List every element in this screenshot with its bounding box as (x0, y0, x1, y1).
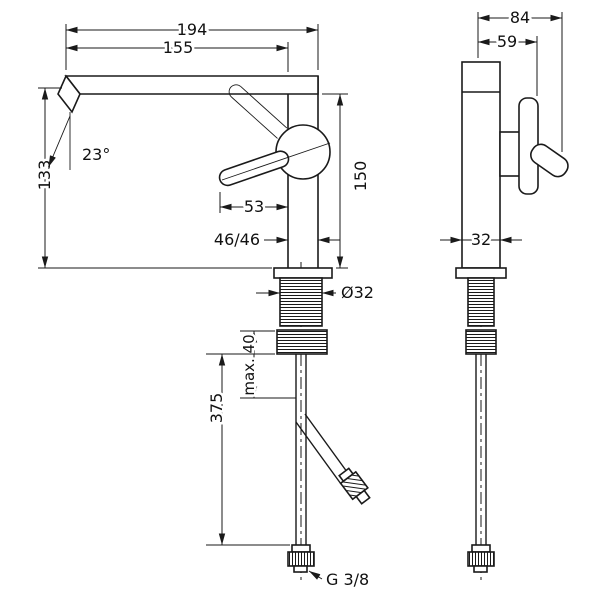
base-flange (273, 267, 333, 279)
handle-lever-raised (228, 84, 288, 139)
dim-label-150: 150 (351, 161, 370, 192)
handle-lever-side (529, 143, 569, 178)
dim-label-46-46: 46/46 (214, 230, 260, 249)
dim-max-40: max. 40 (238, 330, 296, 399)
hose-edge (295, 421, 342, 485)
dim-label-53: 53 (244, 197, 264, 216)
dim-label-59: 59 (497, 32, 517, 51)
dim-59: 59 (478, 30, 538, 96)
handle-pivot-boss (499, 131, 521, 177)
thread-label-g38: G 3/8 (326, 570, 369, 589)
dim-155: 155 (66, 36, 289, 72)
connector-tip (293, 565, 308, 573)
leader-line (308, 570, 323, 580)
angle-label-23: 23° (82, 145, 110, 164)
lever-outline (218, 150, 290, 187)
spout-arm-outline (64, 75, 319, 95)
mounting-nut-side (465, 329, 497, 355)
hose-edge (304, 413, 351, 477)
side-view: 84 59 32 (440, 6, 569, 582)
dim-label-d32: Ø32 (341, 283, 374, 302)
phantom-lever-edge (240, 86, 288, 129)
threaded-shank (279, 277, 323, 327)
dim-46-46: 46/46 (211, 228, 340, 252)
thread-callout: G 3/8 (308, 568, 372, 592)
dim-label-133: 133 (35, 160, 54, 191)
lever-axis-line (221, 142, 331, 181)
dim-150: 150 (322, 93, 373, 269)
dim-label-375: 375 (207, 393, 226, 424)
phantom-lever-edge (231, 96, 278, 139)
front-view: 194 155 133 23° 150 (33, 18, 377, 592)
mounting-nut (276, 329, 328, 355)
connector-tip (473, 565, 488, 573)
dim-53: 53 (219, 192, 288, 219)
dim-label-32: 32 (471, 230, 491, 249)
handle-lever (218, 142, 331, 187)
phantom-lever-cap (228, 84, 242, 98)
dim-375: 375 (205, 353, 290, 546)
base-flange-side (455, 267, 507, 279)
supply-hose-straight (295, 354, 307, 545)
dim-diameter-32: Ø32 (256, 281, 376, 305)
dim-label-max-40: max. 40 (240, 334, 258, 395)
supply-hose-angled (295, 413, 371, 505)
connector-knurl (467, 551, 495, 567)
hose-fitting-angled (338, 467, 371, 505)
faucet-body-side (455, 61, 507, 279)
threaded-shank-side (467, 277, 495, 327)
dim-label-155: 155 (163, 38, 194, 57)
angle-arrow (48, 115, 71, 168)
hose-connector (287, 544, 315, 573)
spout-arm (57, 74, 319, 114)
fitting-tip (355, 489, 371, 505)
dim-32: 32 (440, 228, 522, 252)
connector-collar (471, 544, 491, 553)
body-outline (461, 61, 501, 269)
connector-collar (291, 544, 311, 553)
connector-knurl (287, 551, 315, 567)
dim-label-194: 194 (177, 20, 208, 39)
dim-label-84: 84 (510, 8, 530, 27)
angle-23: 23° (48, 112, 113, 170)
dim-194: 194 (65, 18, 319, 70)
supply-hose-side (475, 354, 487, 545)
dim-84: 84 (477, 6, 563, 152)
handle-side (499, 97, 569, 195)
hose-connector-side (467, 544, 495, 573)
